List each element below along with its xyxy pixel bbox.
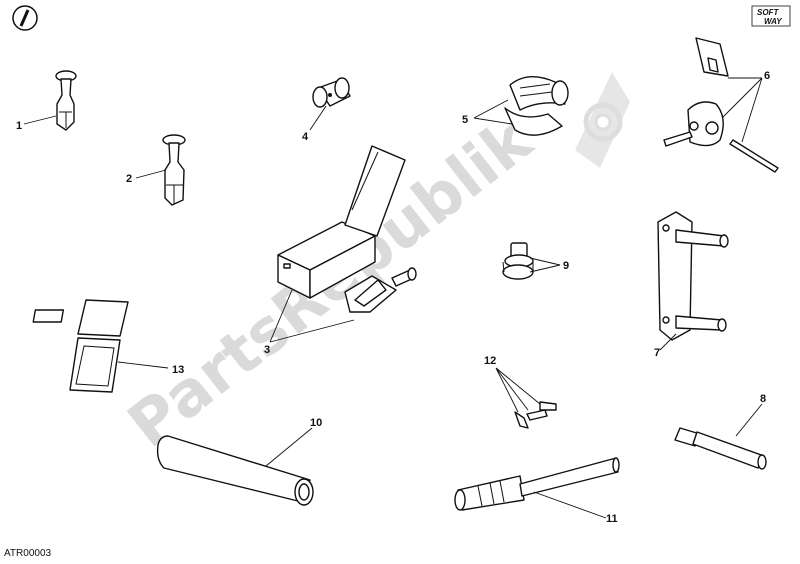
part-7-bracket (657, 211, 729, 341)
callout-8: 8 (760, 393, 766, 405)
part-6-gauge-set (663, 37, 779, 173)
part-2-tool (162, 134, 186, 206)
brand-logo: SOFT WAY (751, 5, 791, 27)
callout-10: 10 (310, 417, 322, 429)
part-9-adapter (502, 242, 534, 280)
callout-12: 12 (484, 355, 496, 367)
brand-logo-bottom: WAY (764, 17, 782, 26)
callout-3: 3 (264, 344, 270, 356)
callout-2: 2 (126, 173, 132, 185)
brand-logo-top: SOFT (757, 8, 779, 17)
part-13-tester (32, 299, 129, 393)
callout-9: 9 (563, 260, 569, 272)
part-4-sleeve (312, 77, 351, 108)
callout-5: 5 (462, 114, 468, 126)
part-11-rod (454, 457, 620, 511)
part-3-kit (277, 145, 417, 313)
part-8-pin (674, 427, 767, 470)
leader-lines (23, 77, 763, 519)
callout-4: 4 (302, 131, 309, 143)
watermark-logo-icon (575, 72, 630, 168)
part-1-tool (55, 70, 77, 131)
callout-labels: 1 2 3 4 5 6 7 8 9 10 11 12 13 (16, 70, 770, 525)
callout-7: 7 (654, 347, 660, 359)
part-5-collar (504, 76, 569, 136)
corner-circle-icon (12, 5, 38, 31)
callout-6: 6 (764, 70, 770, 82)
callout-1: 1 (16, 120, 22, 132)
callout-11: 11 (606, 513, 618, 525)
callout-13: 13 (172, 364, 184, 376)
part-10-tube (156, 435, 314, 506)
diagram-code: ATR00003 (4, 548, 52, 559)
part-12-clips (514, 401, 557, 429)
